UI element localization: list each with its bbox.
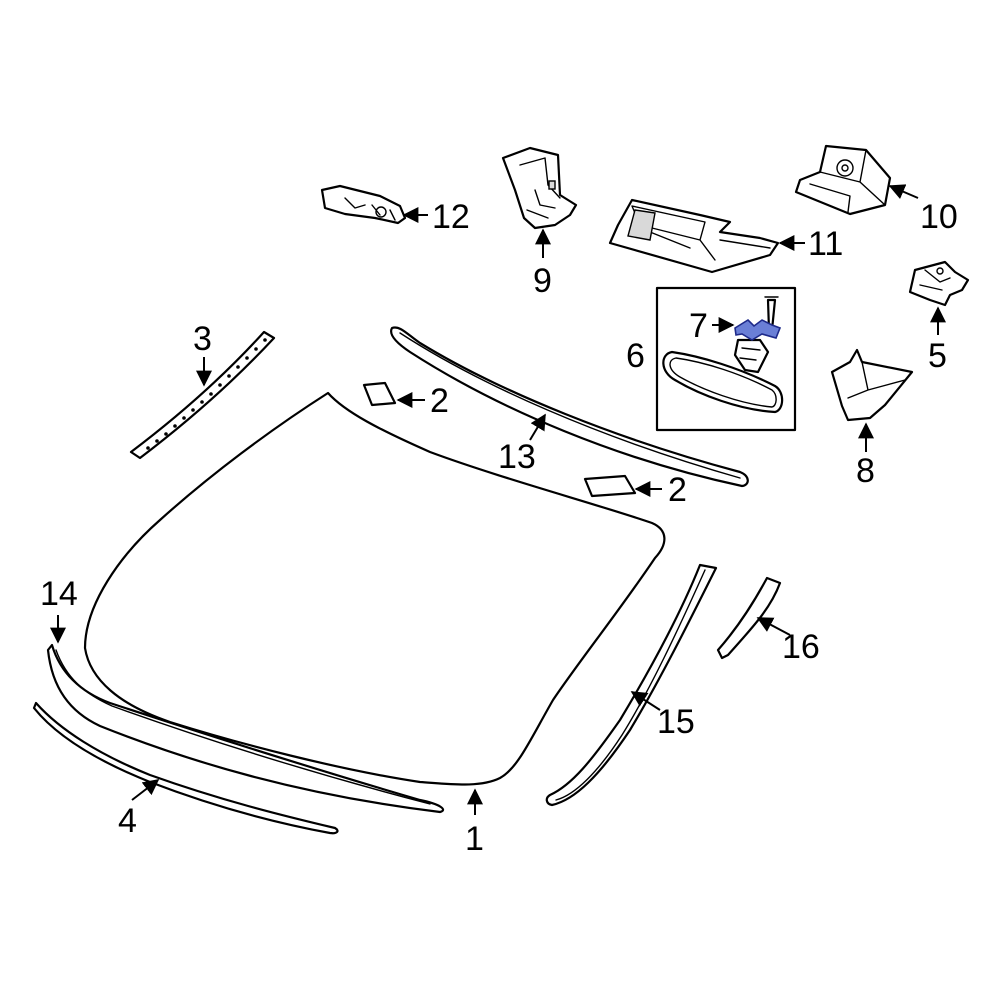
callout-2-upper: 2 [430,382,449,420]
part-4-cowl-seal[interactable] [32,701,339,835]
part-13-upper-seal[interactable] [390,326,749,488]
callout-15: 15 [657,703,695,741]
part-2-pad-upper[interactable] [362,381,397,407]
callout-4: 4 [118,802,137,840]
part-2-pad-lower[interactable] [583,474,637,498]
part-11-housing[interactable] [608,198,780,274]
callout-10: 10 [920,198,958,236]
part-6-mirror-assembly[interactable] [655,286,797,432]
part-8-cover[interactable] [830,348,914,422]
part-14-lower-molding[interactable] [46,643,445,814]
callout-14: 14 [40,575,78,613]
callout-3: 3 [193,320,212,358]
callout-8: 8 [856,452,875,490]
part-5-bracket[interactable] [908,260,970,307]
callout-1: 1 [465,820,484,858]
callout-11: 11 [808,225,843,263]
callout-13: 13 [498,438,536,476]
callout-9: 9 [533,262,552,300]
part-1-windshield[interactable] [83,391,666,786]
part-12-sensor[interactable] [320,184,407,225]
part-9-cover[interactable] [501,146,578,230]
callout-7: 7 [689,307,708,345]
part-16-pillar-trim[interactable] [716,576,782,660]
callout-labels: 1 2 2 3 4 5 6 7 8 9 10 11 12 13 14 15 16 [40,198,958,858]
callout-5: 5 [928,337,947,375]
callout-6: 6 [626,337,645,375]
callout-12: 12 [432,198,470,236]
part-3-spacer-strip[interactable] [129,330,276,460]
leader-lines [50,184,946,815]
callout-2-lower: 2 [668,471,687,509]
callout-16: 16 [782,628,820,666]
part-15-side-molding[interactable] [545,563,718,807]
part-10-module[interactable] [794,144,892,216]
part-7-clip-highlighted[interactable] [734,318,782,341]
